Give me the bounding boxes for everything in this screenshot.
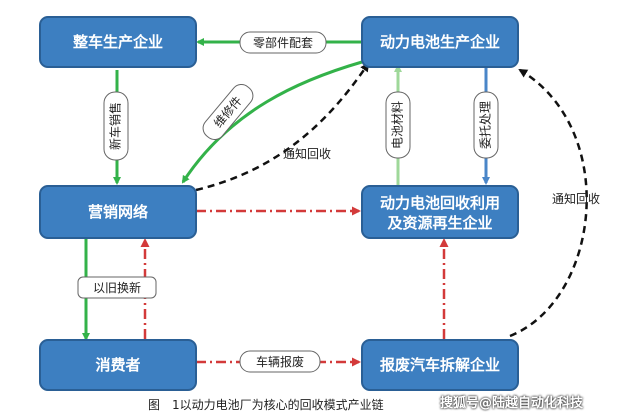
edge-notify-recycle-left xyxy=(195,62,370,192)
watermark: 搜狐号@陆越自动化科技 xyxy=(440,396,584,411)
edge-notify-recycle-right xyxy=(509,68,588,338)
label-vehicle-scrap: 车辆报废 xyxy=(239,350,321,373)
node-battery-maker: 动力电池生产企业 xyxy=(361,16,519,68)
label-notify-recycle-right: 通知回收 xyxy=(552,192,600,206)
svg-text:车辆报废: 车辆报废 xyxy=(256,354,304,369)
svg-text:委托处理: 委托处理 xyxy=(479,101,493,149)
svg-text:动力电池生产企业: 动力电池生产企业 xyxy=(380,33,500,51)
label-new-car-sales: 新车销售 xyxy=(103,91,129,161)
svg-text:营销网络: 营销网络 xyxy=(88,203,148,221)
svg-text:电池材料: 电池材料 xyxy=(391,101,405,149)
node-recycling-enterprise: 动力电池回收利用 及资源再生企业 xyxy=(361,185,519,239)
svg-text:报废汽车拆解企业: 报废汽车拆解企业 xyxy=(380,356,500,374)
node-scrap-dismantling: 报废汽车拆解企业 xyxy=(361,339,519,391)
svg-text:及资源再生企业: 及资源再生企业 xyxy=(387,214,492,232)
svg-text:新车销售: 新车销售 xyxy=(108,102,123,150)
node-sales-network: 营销网络 xyxy=(39,185,197,239)
svg-text:消费者: 消费者 xyxy=(95,356,140,374)
svg-text:整车生产企业: 整车生产企业 xyxy=(73,33,163,51)
edge-repair-parts xyxy=(181,60,363,184)
svg-text:以旧换新: 以旧换新 xyxy=(93,280,141,295)
svg-text:零部件配套: 零部件配套 xyxy=(253,35,313,50)
node-vehicle-maker: 整车生产企业 xyxy=(39,16,197,68)
label-parts-supply: 零部件配套 xyxy=(239,31,327,54)
node-consumer: 消费者 xyxy=(39,339,197,391)
label-entrusted-processing: 委托处理 xyxy=(473,91,499,159)
svg-text:动力电池回收利用: 动力电池回收利用 xyxy=(380,194,500,212)
figure-caption: 图 1以动力电池厂为核心的回收模式产业链 xyxy=(148,398,384,412)
label-repair-parts: 维修件 xyxy=(202,84,254,140)
label-battery-material: 电池材料 xyxy=(385,91,411,159)
label-notify-recycle-left: 通知回收 xyxy=(283,147,331,161)
label-trade-in: 以旧换新 xyxy=(77,276,157,299)
